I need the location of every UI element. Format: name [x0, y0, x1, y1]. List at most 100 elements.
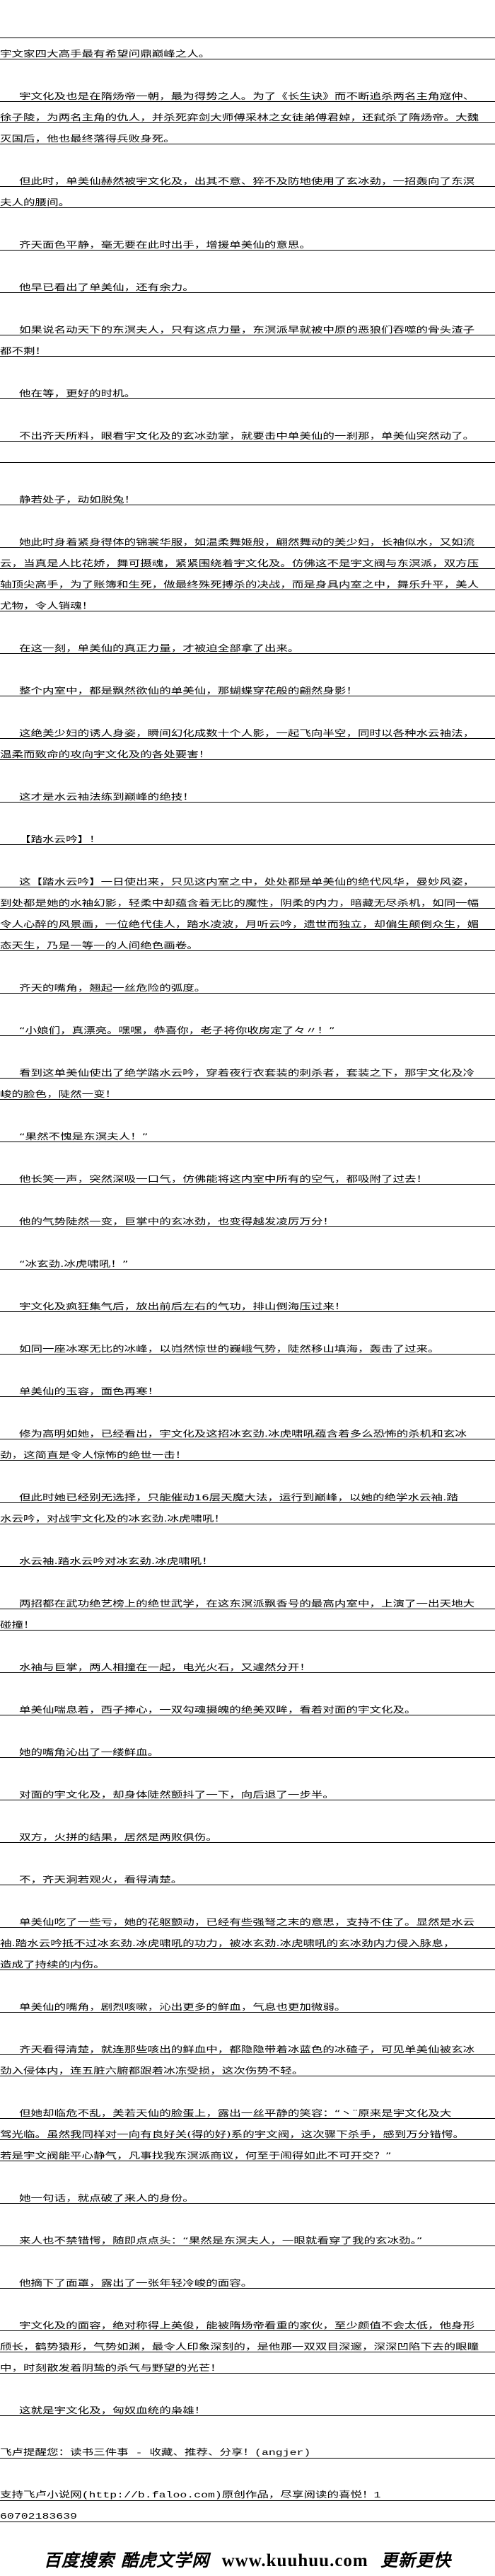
- paragraph: 修为高明如她，已经看出，宇文化及这招冰玄劲.冰虎啸吼蕴含着多么恐怖的杀机和玄冰劲…: [0, 1418, 495, 1461]
- paragraph: 看到这单美仙使出了绝学踏水云吟，穿着夜行衣套装的刺杀者，套装之下，那宇文化及冷峻…: [0, 1057, 495, 1100]
- paragraph: 他早已看出了单美仙，还有余力。: [0, 272, 495, 293]
- text-line: 碰撞！: [0, 1620, 35, 1630]
- text-line: 齐天面色平静，毫无要在此时出手，增援单美仙的意思。: [19, 240, 311, 250]
- text-line: 但此时，单美仙赫然被宇文化及，出其不意、猝不及防地使用了玄冰劲，一招轰向了东溟: [19, 176, 475, 186]
- paragraph-line: 中，时刻散发着阴鸷的杀气与野望的光芒！: [0, 2352, 495, 2374]
- paragraph-line: 令人心醉的风景画，一位绝代佳人，踏水凌波，月听云吟，遗世而独立，却偏生颠倒众生，…: [0, 909, 495, 930]
- text-line: 在这一刻，单美仙的真正力量，才被迫全部拿了出来。: [19, 643, 300, 653]
- text-line: 徐子陵，为两名主角的仇人，并杀死弈剑大师傅采林之女徒弟傅君婥，还弑杀了隋炀帝。大…: [0, 113, 479, 122]
- text-line: 令人心醉的风景画，一位绝代佳人，踏水凌波，月听云吟，遗世而独立，却偏生颠倒众生，…: [0, 919, 479, 929]
- site-banner: 百度搜索 酷虎文学网 www.kuuhuu.com 更新更快: [0, 2546, 495, 2571]
- text-line: 灭国后，他也最终落得兵败身死。: [0, 134, 175, 144]
- text-line: 60702183639: [0, 2512, 78, 2522]
- text-line: 单美仙的嘴角，剧烈咳嗽，沁出更多的鲜血，气息也更加微弱。: [19, 2002, 346, 2012]
- text-line: 静若处子，动如脱兔！: [19, 495, 136, 505]
- footer-support-line: 60702183639: [0, 2501, 495, 2522]
- text-line: 到处都是她的水袖幻影，轻柔中却蕴含着无比的魔性，阴柔的内力，暗藏无尽杀机，如同一…: [0, 898, 479, 908]
- paragraph-line: 这【踏水云吟】一日使出来，只见这内室之中，处处都是单美仙的绝代风华，曼妙风姿，: [0, 866, 495, 887]
- paragraph-line: 若是宇文阀能平心静气，凡事找我东溟派商议，何至于闹得如此不可开交？”: [0, 2140, 495, 2161]
- text-line: 她此时身着紧身得体的锦裳华服，如温柔舞姬般，翩然舞动的美少妇，长袖似水，又如流: [19, 537, 475, 547]
- footer-reminder: 飞卢提醒您：读书三件事 - 收藏、推荐、分享！(angjer): [0, 2437, 495, 2459]
- text-line: 单美仙吃了一些亏，她的花躯颤动，已经有些强弩之末的意思，支持不住了。显然是水云: [19, 1917, 475, 1927]
- paragraph: “果然不愧是东溟夫人！”: [0, 1121, 495, 1142]
- text-line: 她的嘴角沁出了一缕鲜血。: [19, 1747, 160, 1757]
- paragraph-line: 【踏水云吟】！: [0, 824, 495, 845]
- paragraph-line: 两招都在武功绝艺榜上的绝世武学，在这东溟派飘香号的最高内室中，上演了一出天地大: [0, 1588, 495, 1609]
- paragraph-line: 在这一刻，单美仙的真正力量，才被迫全部拿了出来。: [0, 633, 495, 654]
- text-line: 来人也不禁错愕，随即点点头：“果然是东溟夫人，一眼就看穿了我的玄冰劲。”: [19, 2236, 423, 2246]
- text-line: 袖.踏水云吟抵不过冰玄劲.冰虎啸吼的功力，被冰玄劲.冰虎啸吼的玄冰劲内力侵入脉息…: [0, 1938, 455, 1948]
- paragraph-line: 这才是水云袖法练到巅峰的绝技！: [0, 781, 495, 803]
- text-line: 他的气势陡然一变，巨掌中的玄冰劲，也变得越发凌厉万分！: [19, 1217, 334, 1226]
- paragraph: 来人也不禁错愕，随即点点头：“果然是东溟夫人，一眼就看穿了我的玄冰劲。”: [0, 2225, 495, 2246]
- paragraph-line: 水云袖.踏水云吟对冰玄劲.冰虎啸吼！: [0, 1546, 495, 1567]
- footer-support-line: 支持飞卢小说网(http://b.faloo.com)原创作品，尽享阅读的喜悦！…: [0, 2480, 495, 2501]
- chapter-text: 宇文家四大高手最有希望问鼎巅峰之人。宇文化及也是在隋炀帝一朝，最为得势之人。为了…: [0, 17, 495, 2543]
- paragraph: 但此时，单美仙赫然被宇文化及，出其不意、猝不及防地使用了玄冰劲，一招轰向了东溟夫…: [0, 166, 495, 208]
- text-line: 水云吟，对战宇文化及的冰玄劲.冰虎啸吼！: [0, 1514, 226, 1524]
- text-line: 水云袖.踏水云吟对冰玄劲.冰虎啸吼！: [19, 1556, 214, 1566]
- text-line: 修为高明如她，已经看出，宇文化及这招冰玄劲.冰虎啸吼蕴含着多么恐怖的杀机和玄冰: [19, 1429, 467, 1439]
- paragraph-line: 水袖与巨掌，两人相撞在一起，电光火石，又遽然分开！: [0, 1652, 495, 1673]
- paragraph-line: 但此时她已经别无选择，只能催动16层天魔大法，运行到巅峰，以她的绝学水云袖.踏: [0, 1482, 495, 1503]
- text-line: 支持飞卢小说网(http://b.faloo.com)原创作品，尽享阅读的喜悦！…: [0, 2490, 381, 2500]
- paragraph-line: 劲入侵体内，连五脏六腑都跟着冰冻受损，这次伤势不轻。: [0, 2055, 495, 2076]
- text-line: 两招都在武功绝艺榜上的绝世武学，在这东溟派飘香号的最高内室中，上演了一出天地大: [19, 1599, 475, 1609]
- paragraph-line: 造成了持续的内伤。: [0, 1949, 495, 1970]
- paragraph: 他摘下了面罩，露出了一张年轻冷峻的面容。: [0, 2267, 495, 2289]
- paragraph-line: 都不剩！: [0, 335, 495, 357]
- text-line: 齐天看得清楚，就连那些咳出的鲜血中，都隐隐带着冰蓝色的冰碴子，可见单美仙被玄冰: [19, 2045, 475, 2054]
- paragraph-line: 颀长，鹤势猿形，气势如渊，最令人印象深刻的，是他那一双双目深邃，深深凹陷下去的眼…: [0, 2331, 495, 2352]
- text-line: 这绝美少妇的诱人身姿，瞬间幻化成数十个人影，一起飞向半空，同时以各种水云袖法，: [19, 728, 475, 738]
- paragraph-line: 如果说名动天下的东溟夫人，只有这点力量，东溟派早就被中原的恶狼们吞噬的骨头渣子: [0, 314, 495, 335]
- paragraph: 宇文化及的面容，绝对称得上英俊，能被隋炀帝看重的家伙，至少颜值不会太低，他身形颀…: [0, 2310, 495, 2374]
- text-line: 【踏水云吟】！: [19, 834, 101, 844]
- paragraph: 不出齐天所料，眼看宇文化及的玄冰劲掌，就要击中单美仙的一刹那，单美仙突然动了。: [0, 420, 495, 442]
- paragraph-line: 单美仙的嘴角，剧烈咳嗽，沁出更多的鲜血，气息也更加微弱。: [0, 1991, 495, 2013]
- paragraph: 这绝美少妇的诱人身姿，瞬间幻化成数十个人影，一起飞向半空，同时以各种水云袖法，温…: [0, 718, 495, 760]
- paragraph: 这【踏水云吟】一日使出来，只见这内室之中，处处都是单美仙的绝代风华，曼妙风姿， 到…: [0, 866, 495, 951]
- text-line: 齐天的嘴角，翘起一丝危险的弧度。: [19, 983, 206, 993]
- text-line: 看到这单美仙使出了绝学踏水云吟，穿着夜行衣套装的刺杀者，套装之下，那宇文化及冷: [19, 1068, 475, 1078]
- paragraph-line: 水云吟，对战宇文化及的冰玄劲.冰虎啸吼！: [0, 1503, 495, 1524]
- paragraph-line: 但她却临危不乱，美若天仙的脸蛋上，露出一丝平静的笑容：“丶¨原来是宇文化及大: [0, 2098, 495, 2119]
- banner-url[interactable]: www.kuuhuu.com: [221, 2551, 368, 2570]
- paragraph-line: 修为高明如她，已经看出，宇文化及这招冰玄劲.冰虎啸吼蕴含着多么恐怖的杀机和玄冰: [0, 1418, 495, 1439]
- text-line: 云，当真是人比花娇，舞可摄魂，紧紧围绕着宇文化及。仿佛这不是宇文阀与东溟派，双方…: [0, 558, 479, 568]
- paragraph-line: 不出齐天所料，眼看宇文化及的玄冰劲掌，就要击中单美仙的一刹那，单美仙突然动了。: [0, 420, 495, 442]
- banner-right-text: 更新更快: [380, 2550, 452, 2570]
- paragraph: 她的嘴角沁出了一缕鲜血。: [0, 1737, 495, 1758]
- paragraph: 单美仙的嘴角，剧烈咳嗽，沁出更多的鲜血，气息也更加微弱。: [0, 1991, 495, 2013]
- paragraph-line: 宇文家四大高手最有希望问鼎巅峰之人。: [0, 38, 495, 59]
- paragraph: “冰玄劲.冰虎啸吼！”: [0, 1248, 495, 1270]
- text-line: 单美仙喘息着，西子捧心，一双勾魂摄魄的绝美双眸，看着对面的宇文化及。: [19, 1705, 417, 1715]
- paragraph-line: 轴顶尖高手，为了账簿和生死，做最终殊死搏杀的决战，而是身具内室之中，舞乐升平，美…: [0, 569, 495, 590]
- paragraph: 他长笑一声，突然深吸一口气，仿佛能将这内室中所有的空气，都吸附了过去！: [0, 1163, 495, 1185]
- text-line: “冰玄劲.冰虎啸吼！”: [19, 1259, 129, 1269]
- paragraph: 他的气势陡然一变，巨掌中的玄冰劲，也变得越发凌厉万分！: [0, 1206, 495, 1227]
- paragraph-line: 单美仙的玉容，面色再寒！: [0, 1376, 495, 1397]
- paragraph-line: [0, 17, 495, 38]
- paragraph: 单美仙吃了一些亏，她的花躯颤动，已经有些强弩之末的意思，支持不住了。显然是水云袖…: [0, 1907, 495, 1970]
- paragraph-line: 静若处子，动如脱兔！: [0, 484, 495, 505]
- paragraph-line: 对面的宇文化及，却身体陡然颤抖了一下，向后退了一步半。: [0, 1779, 495, 1800]
- paragraph: 齐天面色平静，毫无要在此时出手，增援单美仙的意思。: [0, 229, 495, 251]
- paragraph: 单美仙的玉容，面色再寒！: [0, 1376, 495, 1397]
- text-line: 造成了持续的内伤。: [0, 1960, 105, 1970]
- paragraph-line: 看到这单美仙使出了绝学踏水云吟，穿着夜行衣套装的刺杀者，套装之下，那宇文化及冷: [0, 1057, 495, 1079]
- text-line: “果然不愧是东溟夫人！”: [19, 1132, 148, 1142]
- paragraph-line: 灭国后，他也最终落得兵败身死。: [0, 123, 495, 144]
- paragraph: 水袖与巨掌，两人相撞在一起，电光火石，又遽然分开！: [0, 1652, 495, 1673]
- paragraph-line: 不，齐天洞若观火，看得清楚。: [0, 1864, 495, 1885]
- text-line: 颀长，鹤势猿形，气势如渊，最令人印象深刻的，是他那一双双目深邃，深深凹陷下去的眼…: [0, 2342, 479, 2352]
- paragraph-line: 但此时，单美仙赫然被宇文化及，出其不意、猝不及防地使用了玄冰劲，一招轰向了东溟: [0, 166, 495, 187]
- text-line: 宇文家四大高手最有希望问鼎巅峰之人。: [0, 49, 211, 59]
- paragraph: 这就是宇文化及，匈奴血统的枭雄！: [0, 2395, 495, 2416]
- text-line: 他摘下了面罩，露出了一张年轻冷峻的面容。: [19, 2278, 253, 2288]
- paragraph-line: 来人也不禁错愕，随即点点头：“果然是东溟夫人，一眼就看穿了我的玄冰劲。”: [0, 2225, 495, 2246]
- text-line: 这才是水云袖法练到巅峰的绝技！: [19, 792, 194, 802]
- paragraph: 水云袖.踏水云吟对冰玄劲.冰虎啸吼！: [0, 1546, 495, 1567]
- text-line: 如同一座冰寒无比的冰峰，以岿然惊世的巍峨气势，陡然移山填海，轰击了过来。: [19, 1344, 440, 1354]
- paragraph-line: 她一句话，就点破了来人的身份。: [0, 2183, 495, 2204]
- paragraph-line: “小娘们，真漂亮。嘿嘿，恭喜你，老子将你收房定了々〃！”: [0, 1015, 495, 1036]
